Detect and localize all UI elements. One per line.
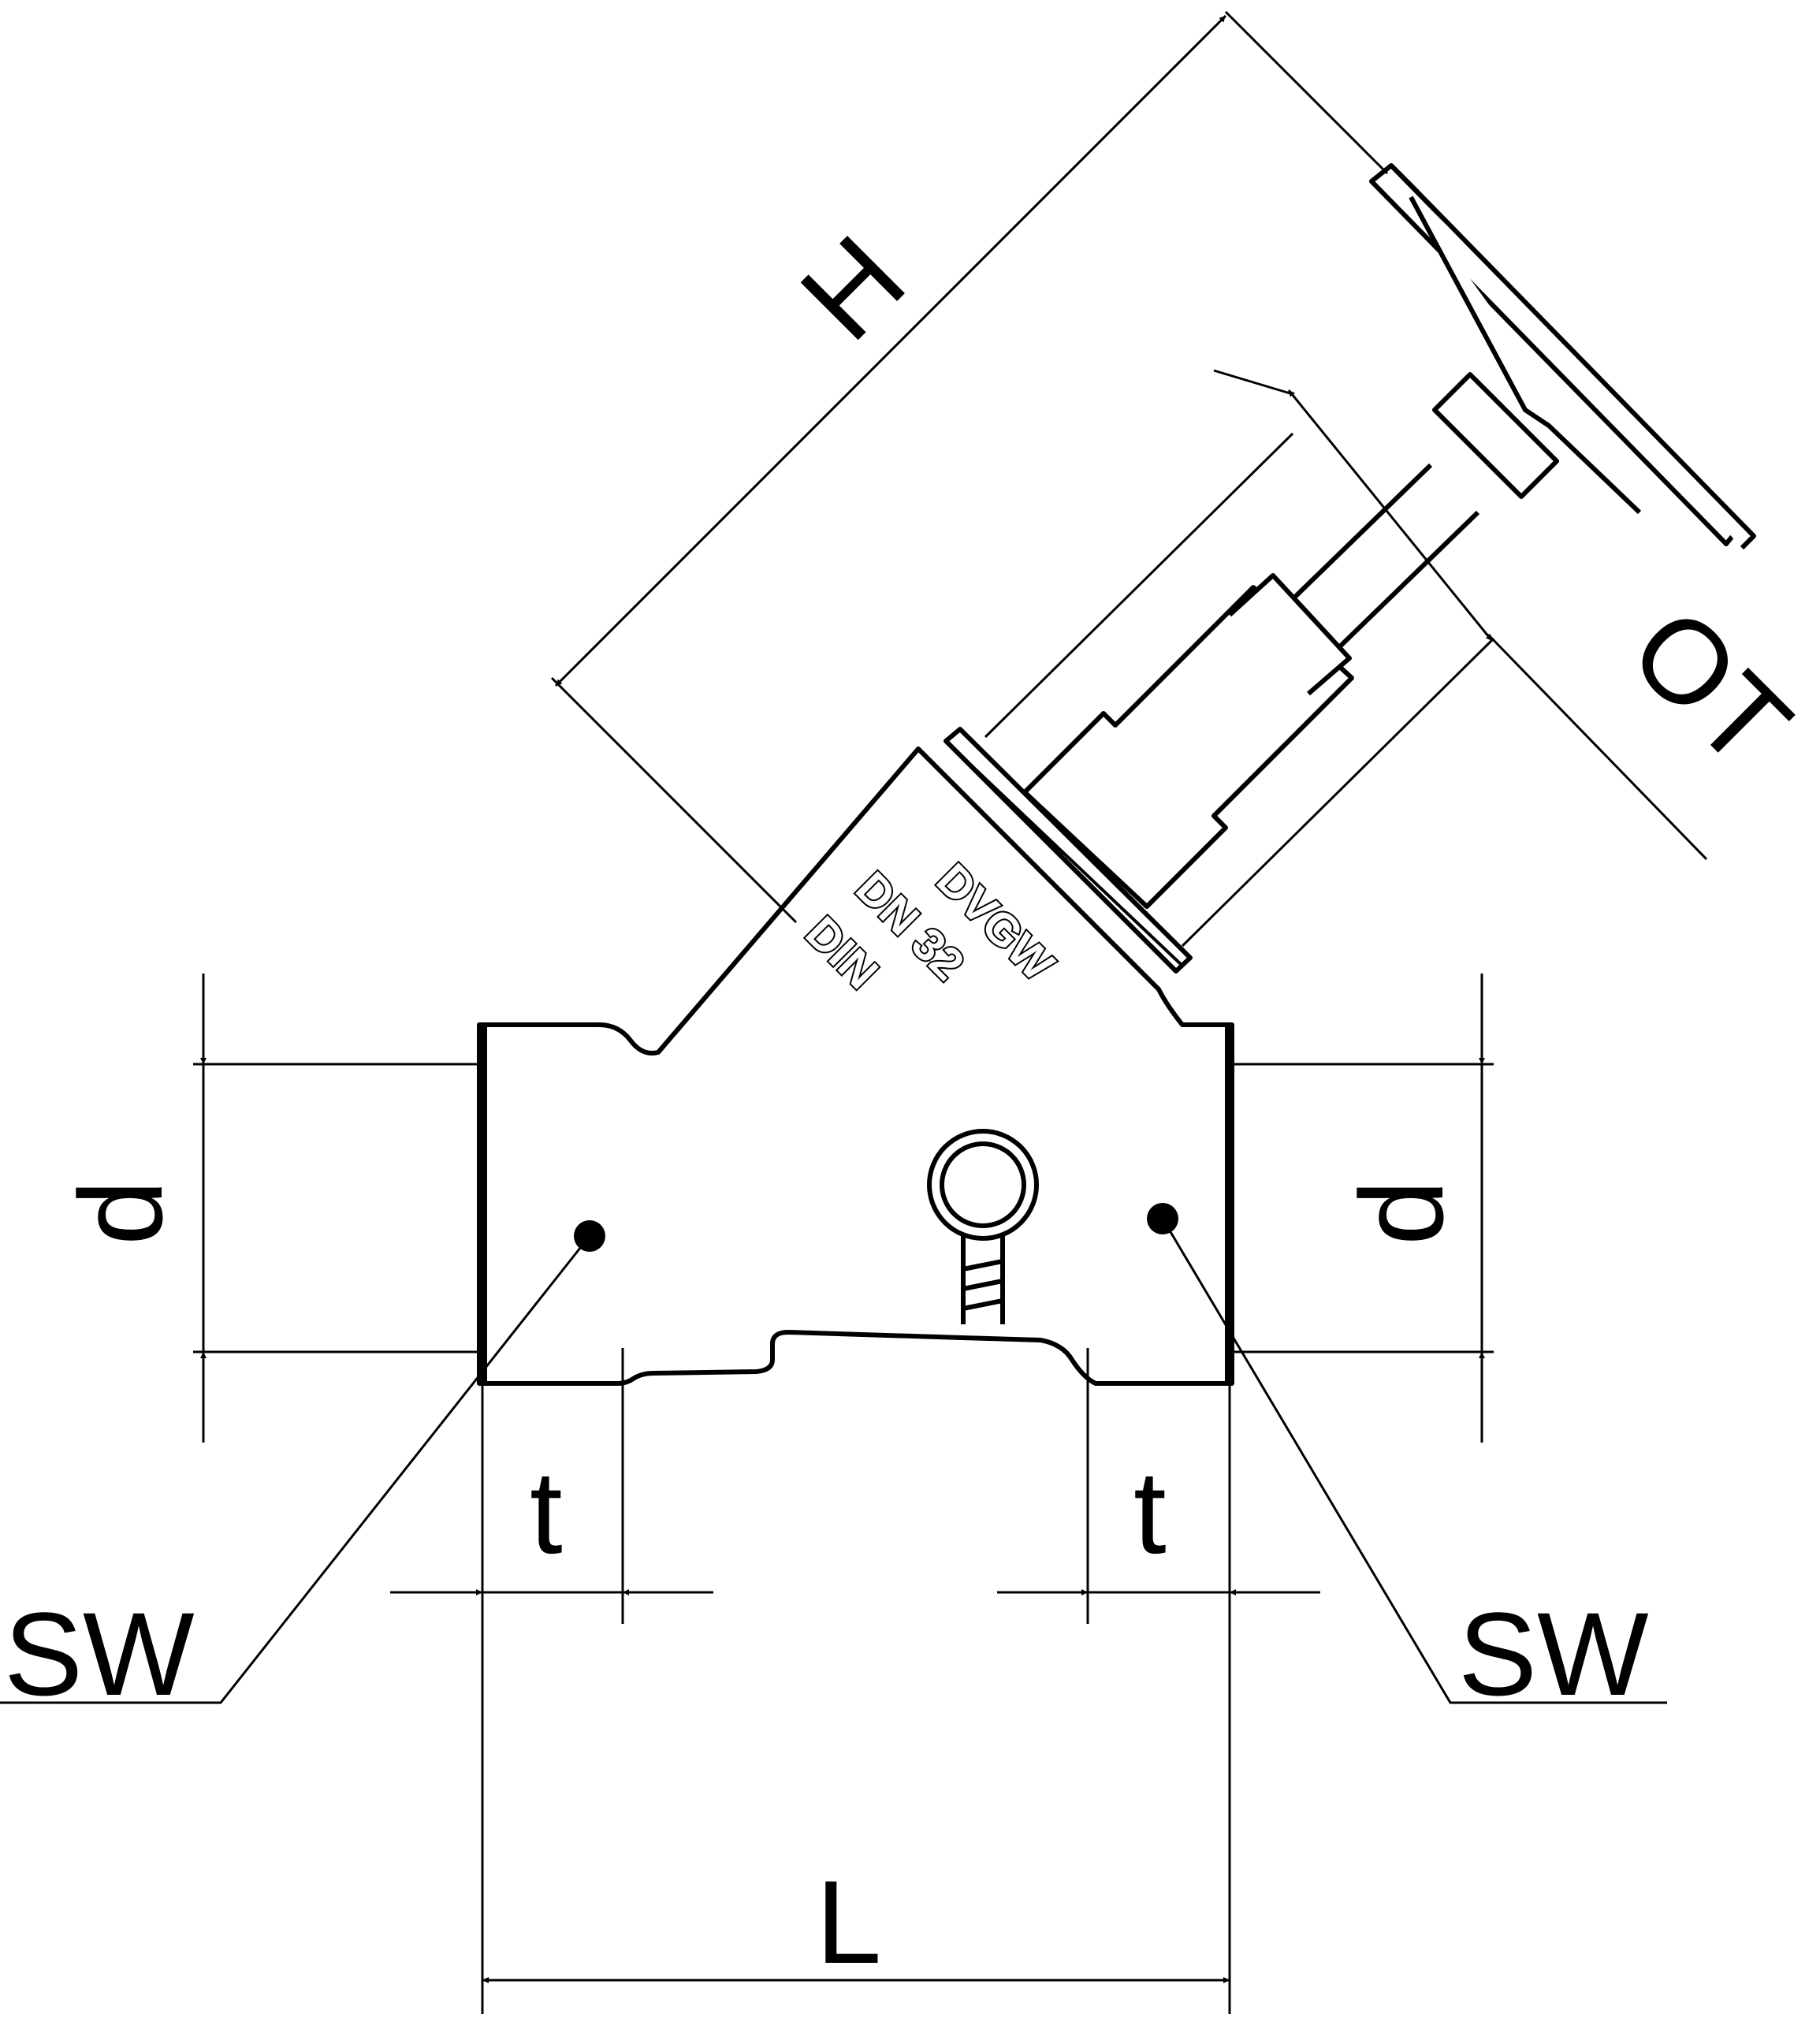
bonnet-flange [943,727,1193,974]
dimension-d-right [1230,974,1494,1443]
dimension-h [550,10,1389,924]
label-d-right: d [1335,1180,1468,1245]
body-end-faces [478,1025,1234,1383]
handwheel [1369,163,1756,550]
dimension-t-right [997,1348,1320,2014]
label-t-right: t [1133,1446,1167,1578]
label-h: H [776,210,929,364]
test-port [927,1129,1039,1324]
leader-sw-left [0,1235,591,1704]
label-sw-right: SW [1458,1588,1649,1720]
label-l: L [816,1856,881,1988]
dimension-d-left [193,974,482,1443]
dimension-t-left [390,1348,713,2014]
label-ot: OT [1606,583,1815,792]
label-d-left: d [54,1180,187,1245]
bonnet-housing [1022,463,1480,909]
dimension-ot [984,369,1708,948]
label-t-left: t [530,1446,563,1578]
leader-sw-right [1161,1218,1667,1704]
valve-body [477,747,1234,1386]
label-sw-left: SW [4,1588,195,1720]
